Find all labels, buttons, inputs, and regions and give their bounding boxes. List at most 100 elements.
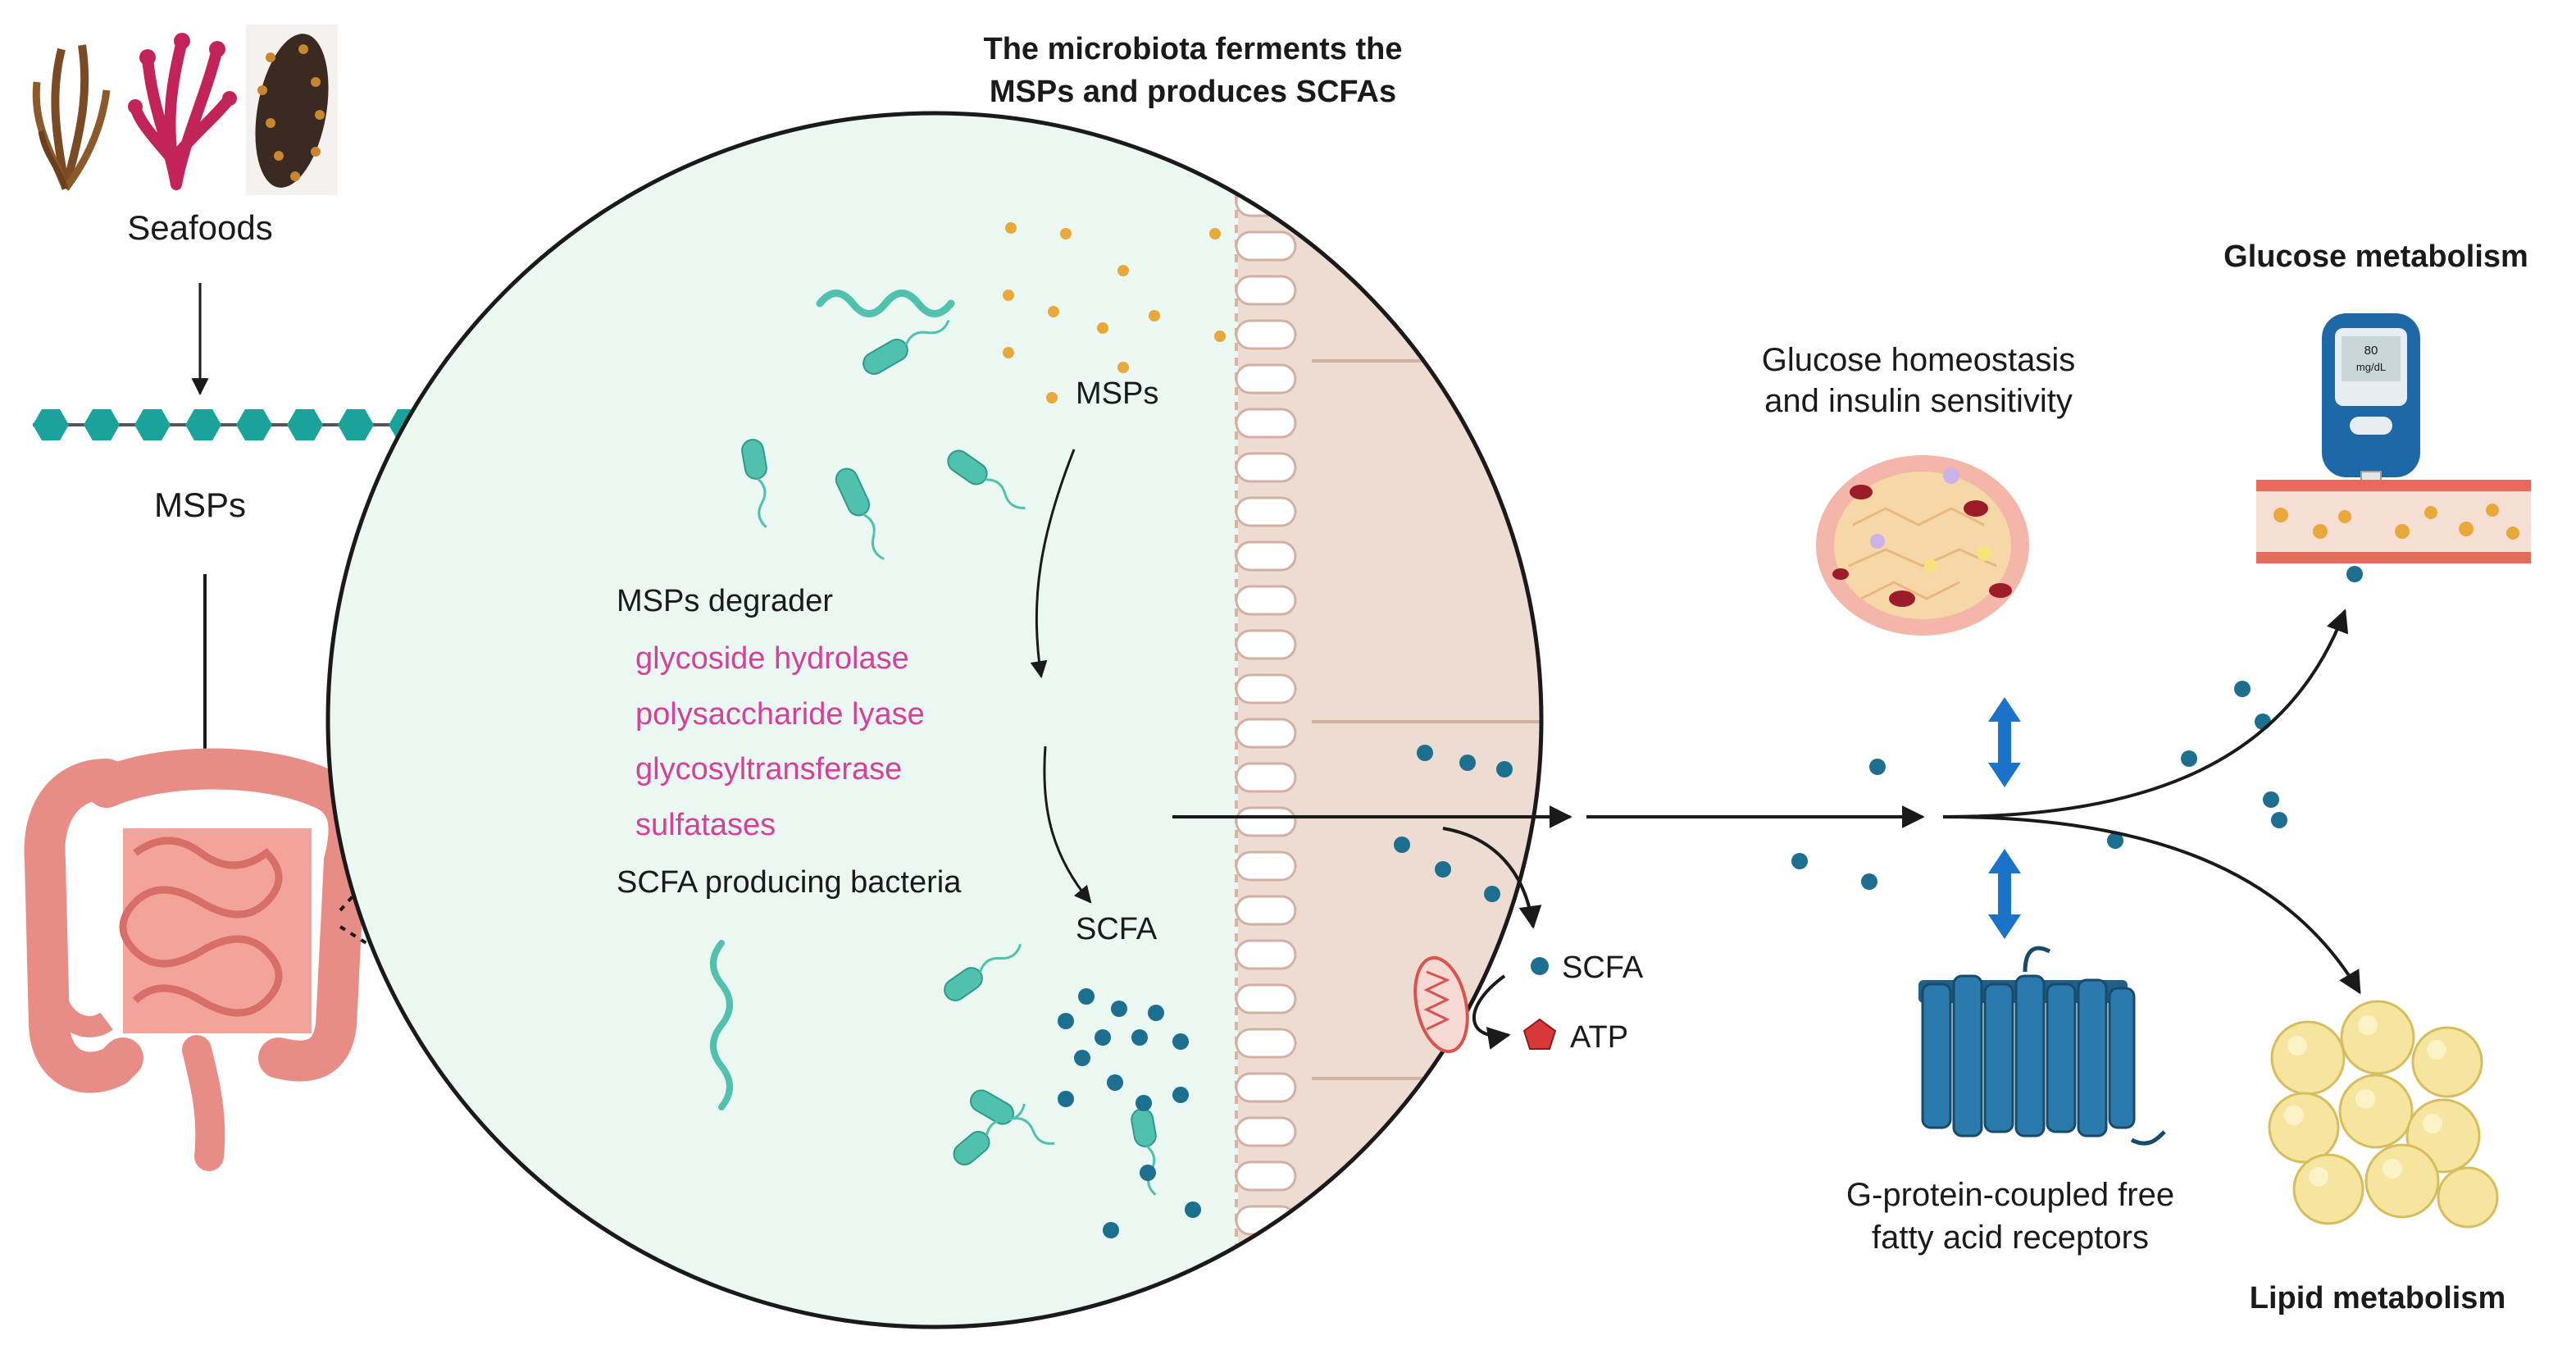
mitochondrion-icon — [1413, 955, 1469, 1054]
villus — [1235, 939, 1297, 970]
circulating-scfa — [1791, 566, 2363, 890]
villus — [1235, 142, 1297, 173]
cell-nucleus — [1603, 791, 1742, 931]
bacterium — [741, 439, 767, 528]
msp-dot — [1209, 228, 1221, 239]
msp-dot — [1005, 222, 1017, 234]
lipid-metabolism-label: Lipid metabolism — [2250, 1281, 2505, 1315]
scfa-dot — [1484, 886, 1500, 902]
scfa-dot — [2263, 791, 2279, 808]
scfa-dot — [1136, 1095, 1152, 1111]
msp-hexagon — [287, 408, 323, 441]
scfa-dot — [1394, 837, 1410, 853]
enzyme-sulfatases: sulfatases — [635, 808, 776, 842]
enzyme-glycosyltransferase: glycosyltransferase — [635, 752, 902, 786]
bidirectional-arrow-bottom — [1988, 849, 2021, 939]
gpcr-receptor-icon — [1918, 946, 2166, 1146]
circle-msps-label: MSPs — [1076, 376, 1158, 411]
villus — [1235, 1116, 1297, 1147]
meter-unit: mg/dL — [2356, 361, 2386, 373]
scfa-dot — [1861, 873, 1877, 890]
scfa-dot — [2181, 750, 2197, 767]
gut-bacteria — [710, 290, 1157, 1196]
msp-hexagon — [236, 408, 272, 441]
villus — [1235, 319, 1297, 350]
scfa-dot — [1131, 1029, 1148, 1046]
villus — [1235, 673, 1297, 704]
cell-scfa-label: SCFA — [1562, 951, 1644, 985]
bidirectional-arrow-top — [1988, 697, 2021, 787]
degrader-heading: MSPs degrader — [617, 584, 833, 618]
arrow-to-lipid — [1942, 815, 2361, 995]
scfa-particles — [1058, 745, 1599, 1238]
msp-hexagon — [84, 408, 120, 441]
villus — [1235, 540, 1297, 572]
msp-dot — [1048, 306, 1059, 317]
scfa-dot — [1107, 1074, 1123, 1091]
bacterium — [953, 1103, 1026, 1166]
intestine-icon — [24, 748, 370, 1171]
homeostasis-line-2: and insulin sensitivity — [1764, 383, 2073, 419]
scfa-dot — [1582, 845, 1599, 861]
msp-hexagon — [134, 408, 171, 441]
intestinal-villi — [1235, 142, 1297, 1324]
msp-dot — [1097, 322, 1108, 334]
arrow-to-scfa — [1043, 745, 1092, 904]
bacterium — [835, 467, 885, 560]
scfa-dot — [1869, 759, 1886, 775]
glucose-metabolism-label: Glucose metabolism — [2223, 239, 2528, 274]
msp-dot — [1003, 290, 1014, 301]
villus — [1235, 1072, 1297, 1103]
arrow-msps-down — [1030, 449, 1076, 679]
receptor-line-1: G-protein-coupled free — [1846, 1177, 2174, 1213]
circle-scfa-label: SCFA — [1076, 912, 1158, 946]
scfa-dot — [2234, 681, 2251, 697]
spiral-bacterium — [710, 940, 733, 1110]
scfa-dot — [2346, 566, 2363, 582]
msp-dot — [1060, 228, 1072, 239]
msp-hexagon — [33, 408, 69, 441]
villus — [1235, 230, 1297, 262]
scfa-dot — [2255, 714, 2271, 730]
seafoods-label: Seafoods — [127, 208, 272, 247]
villus — [1235, 718, 1297, 749]
scfa-dot — [1058, 1013, 1074, 1029]
msp-hexagon — [338, 408, 374, 441]
villus — [1235, 363, 1297, 394]
scfa-dot — [1459, 755, 1476, 771]
villus — [1235, 1293, 1297, 1324]
msp-particles — [1003, 222, 1226, 404]
bacterium — [947, 449, 1026, 509]
cell-scfa-dot — [1531, 957, 1549, 975]
title-line-2: MSPs and produces SCFAs — [990, 75, 1396, 109]
seaweed-brown-icon — [32, 44, 111, 191]
producers-label: SCFA producing bacteria — [617, 865, 962, 900]
scfa-dot — [1148, 1005, 1164, 1021]
villus — [1235, 806, 1297, 837]
villus — [1235, 983, 1297, 1014]
msps-label: MSPs — [154, 486, 246, 524]
scfa-dot — [1185, 1201, 1201, 1218]
atp-icon — [1522, 1018, 1557, 1050]
glucometer-icon: 80 mg/dL — [2322, 313, 2420, 505]
scfa-dot — [1095, 1029, 1111, 1046]
msp-dot — [1149, 310, 1160, 321]
msp-dot — [1214, 331, 1226, 342]
scfa-dot — [1791, 853, 1808, 869]
scfa-dot — [2107, 832, 2123, 849]
msp-dot — [1117, 362, 1129, 373]
msp-dot — [1003, 347, 1014, 358]
spiral-bacterium — [816, 290, 955, 317]
scfa-dot — [1172, 1087, 1189, 1103]
title-line-1: The microbiota ferments the — [984, 32, 1403, 66]
bacterium — [862, 319, 950, 375]
cell-nucleus — [1603, 426, 1742, 566]
villus — [1235, 275, 1297, 306]
sea-cucumber-icon — [246, 25, 338, 195]
adipocytes-icon — [2268, 1000, 2499, 1229]
villus — [1235, 1160, 1297, 1192]
scfa-dot — [1058, 1091, 1074, 1107]
villus — [1235, 496, 1297, 527]
villus — [1235, 452, 1297, 483]
receptor-line-2: fatty acid receptors — [1872, 1220, 2149, 1256]
